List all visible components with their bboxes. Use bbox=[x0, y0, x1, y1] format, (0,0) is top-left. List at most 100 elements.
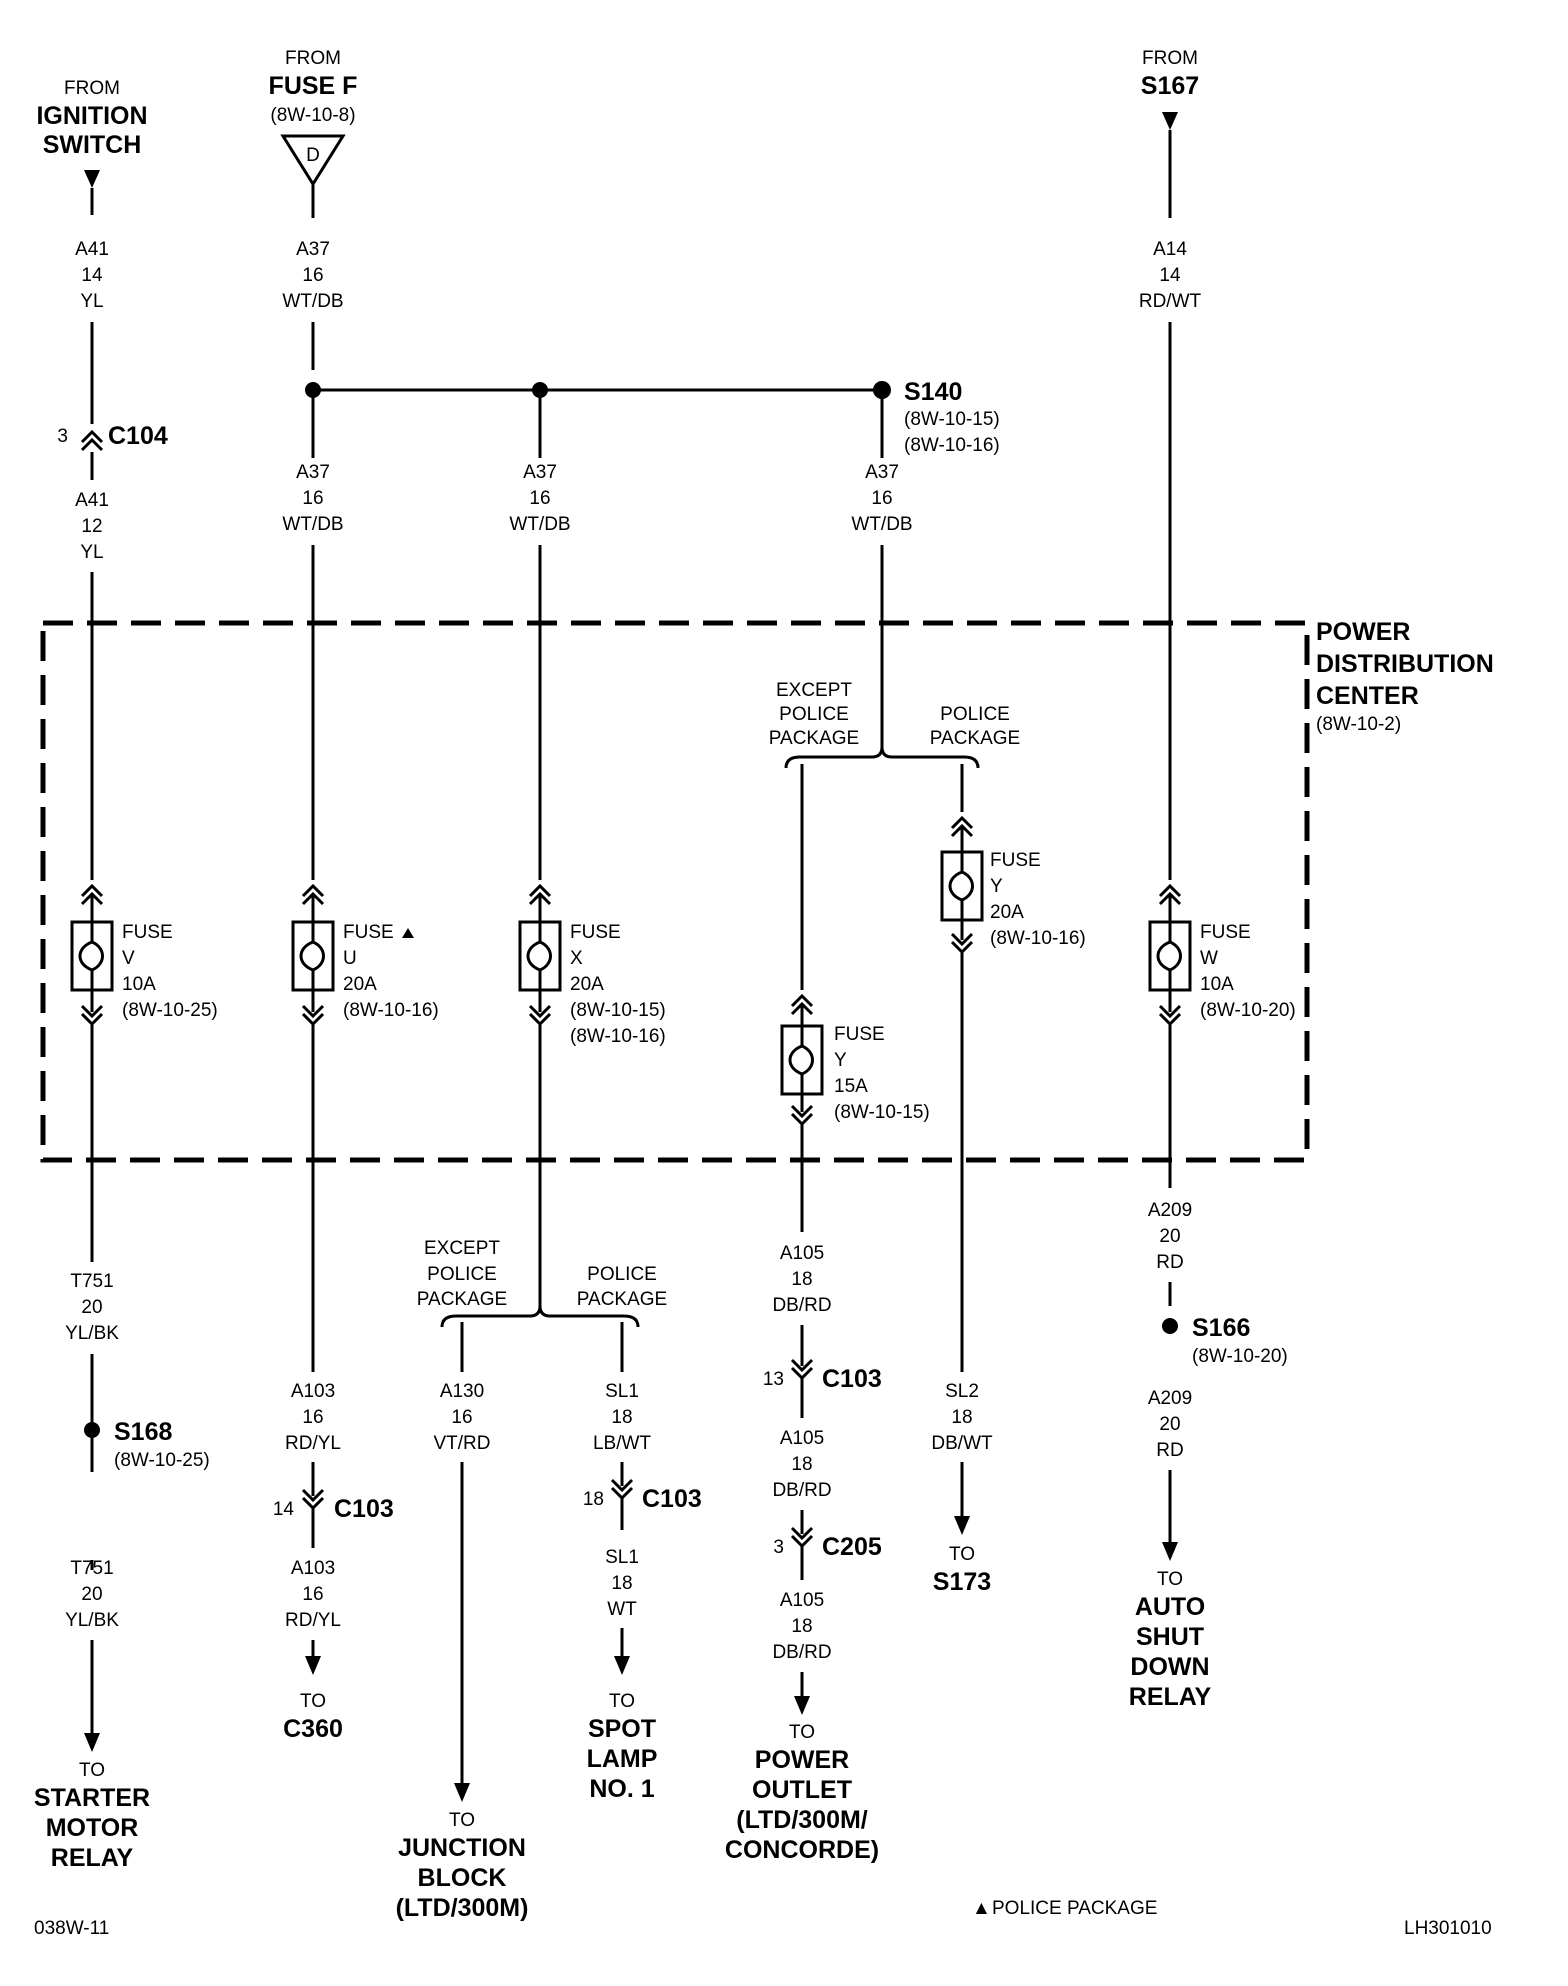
pdc-boundary bbox=[40, 620, 1310, 1163]
svg-text:POLICE: POLICE bbox=[779, 704, 849, 725]
branch-label-except-police-top: EXCEPT POLICE PACKAGE bbox=[769, 680, 859, 749]
police-package-marker-icon: ▲ bbox=[972, 1898, 991, 1919]
svg-text:POWER: POWER bbox=[755, 1746, 849, 1774]
wire-label-a41-14: A41 14 YL bbox=[75, 239, 109, 312]
svg-text:BLOCK: BLOCK bbox=[418, 1864, 507, 1892]
svg-text:(8W-10-20): (8W-10-20) bbox=[1192, 1346, 1288, 1367]
wire-label-a105-a: A105 18 DB/RD bbox=[772, 1243, 831, 1316]
svg-text:TO: TO bbox=[79, 1760, 105, 1781]
svg-text:SHUT: SHUT bbox=[1136, 1623, 1204, 1651]
svg-text:DB/WT: DB/WT bbox=[931, 1433, 993, 1454]
wire-label-a37-3: A37 16 WT/DB bbox=[851, 462, 912, 535]
svg-text:YL: YL bbox=[80, 291, 103, 312]
svg-text:A103: A103 bbox=[291, 1381, 335, 1402]
svg-text:CENTER: CENTER bbox=[1316, 682, 1419, 710]
svg-text:RD/YL: RD/YL bbox=[285, 1433, 341, 1454]
svg-text:(LTD/300M/: (LTD/300M/ bbox=[736, 1806, 868, 1834]
svg-text:(8W-10-2): (8W-10-2) bbox=[1316, 714, 1401, 735]
svg-text:A37: A37 bbox=[296, 239, 330, 260]
fuse-u-label: FUSE U 20A (8W-10-16) bbox=[343, 922, 439, 1021]
wire-label-a37-2: A37 16 WT/DB bbox=[509, 462, 570, 535]
svg-text:SL2: SL2 bbox=[945, 1381, 979, 1402]
svg-text:A37: A37 bbox=[865, 462, 899, 483]
svg-text:16: 16 bbox=[871, 488, 892, 509]
svg-text:3: 3 bbox=[773, 1537, 784, 1558]
svg-text:20: 20 bbox=[1159, 1414, 1180, 1435]
svg-text:WT/DB: WT/DB bbox=[282, 514, 343, 535]
svg-text:IGNITION: IGNITION bbox=[36, 102, 147, 130]
arrow-down-icon bbox=[1162, 1542, 1178, 1561]
svg-text:(8W-10-15): (8W-10-15) bbox=[834, 1102, 930, 1123]
branch-bracket-bottom bbox=[440, 1305, 640, 1328]
arrow-down-icon bbox=[84, 1733, 100, 1752]
splice-s168-dot bbox=[84, 1422, 100, 1438]
svg-text:S167: S167 bbox=[1141, 72, 1199, 100]
dest-junction-block: TO JUNCTION BLOCK (LTD/300M) bbox=[396, 1810, 529, 1922]
source-ignition-switch: FROM IGNITION SWITCH bbox=[36, 78, 147, 159]
svg-text:16: 16 bbox=[302, 265, 323, 286]
fuse-v-icon bbox=[70, 920, 114, 992]
svg-text:16: 16 bbox=[302, 1407, 323, 1428]
fuse-u-icon bbox=[291, 920, 335, 992]
wire-label-a37-1: A37 16 WT/DB bbox=[282, 462, 343, 535]
svg-text:RD: RD bbox=[1156, 1252, 1183, 1273]
wire-label-a14: A14 14 RD/WT bbox=[1139, 239, 1202, 312]
svg-text:POLICE: POLICE bbox=[587, 1264, 657, 1285]
wire-label-a41-12: A41 12 YL bbox=[75, 490, 109, 563]
svg-text:S173: S173 bbox=[933, 1568, 991, 1596]
svg-text:MOTOR: MOTOR bbox=[46, 1814, 139, 1842]
svg-text:A41: A41 bbox=[75, 239, 109, 260]
source-fuse-f: FROM FUSE F (8W-10-8) bbox=[269, 48, 358, 126]
svg-text:POLICE: POLICE bbox=[427, 1264, 497, 1285]
svg-text:Y: Y bbox=[834, 1050, 847, 1071]
svg-text:3: 3 bbox=[57, 426, 68, 447]
fuse-w-label: FUSE W 10A (8W-10-20) bbox=[1200, 922, 1296, 1021]
svg-text:18: 18 bbox=[583, 1489, 604, 1510]
svg-text:13: 13 bbox=[763, 1369, 784, 1390]
svg-text:FROM: FROM bbox=[285, 48, 341, 69]
svg-text:TO: TO bbox=[949, 1544, 975, 1565]
wire-label-a130: A130 16 VT/RD bbox=[434, 1381, 491, 1454]
svg-text:18: 18 bbox=[791, 1616, 812, 1637]
arrow-down-icon bbox=[1162, 112, 1178, 130]
svg-text:TO: TO bbox=[449, 1810, 475, 1831]
wire-label-a103-b: A103 16 RD/YL bbox=[285, 1558, 341, 1631]
svg-text:POLICE: POLICE bbox=[940, 704, 1010, 725]
wire-label-sl1-b: SL1 18 WT bbox=[605, 1547, 639, 1620]
connector-c205-label: C205 bbox=[822, 1533, 882, 1561]
svg-text:RELAY: RELAY bbox=[51, 1844, 134, 1872]
svg-text:OUTLET: OUTLET bbox=[752, 1776, 852, 1804]
arrow-down-icon bbox=[305, 1656, 321, 1675]
arrow-down-icon bbox=[84, 170, 100, 188]
svg-text:X: X bbox=[570, 948, 583, 969]
svg-text:V: V bbox=[122, 948, 135, 969]
wire-label-a105-b: A105 18 DB/RD bbox=[772, 1428, 831, 1501]
svg-text:A105: A105 bbox=[780, 1590, 824, 1611]
fuse-w-icon bbox=[1148, 920, 1192, 992]
svg-text:20: 20 bbox=[1159, 1226, 1180, 1247]
svg-text:10A: 10A bbox=[122, 974, 156, 995]
svg-text:YL/BK: YL/BK bbox=[65, 1610, 119, 1631]
svg-text:LAMP: LAMP bbox=[587, 1745, 658, 1773]
svg-text:DISTRIBUTION: DISTRIBUTION bbox=[1316, 650, 1494, 678]
wire-label-a105-c: A105 18 DB/RD bbox=[772, 1590, 831, 1663]
svg-text:A105: A105 bbox=[780, 1243, 824, 1264]
svg-text:(8W-10-16): (8W-10-16) bbox=[904, 435, 1000, 456]
svg-text:WT/DB: WT/DB bbox=[851, 514, 912, 535]
police-package-marker-icon bbox=[402, 928, 414, 938]
pdc-label: POWER DISTRIBUTION CENTER (8W-10-2) bbox=[1316, 618, 1494, 735]
svg-text:TO: TO bbox=[609, 1691, 635, 1712]
svg-text:RELAY: RELAY bbox=[1129, 1683, 1212, 1711]
svg-text:(8W-10-8): (8W-10-8) bbox=[270, 105, 355, 126]
svg-text:(8W-10-16): (8W-10-16) bbox=[990, 928, 1086, 949]
footer-left-code: 038W-11 bbox=[34, 1918, 109, 1939]
svg-text:W: W bbox=[1200, 948, 1218, 969]
splice-s166-label: S166 (8W-10-20) bbox=[1192, 1314, 1288, 1367]
arrow-down-icon bbox=[954, 1516, 970, 1535]
svg-text:TO: TO bbox=[1157, 1569, 1183, 1590]
svg-text:A37: A37 bbox=[523, 462, 557, 483]
svg-text:18: 18 bbox=[611, 1573, 632, 1594]
svg-text:POLICE PACKAGE: POLICE PACKAGE bbox=[992, 1898, 1157, 1919]
dest-spot-lamp: TO SPOT LAMP NO. 1 bbox=[587, 1691, 658, 1803]
